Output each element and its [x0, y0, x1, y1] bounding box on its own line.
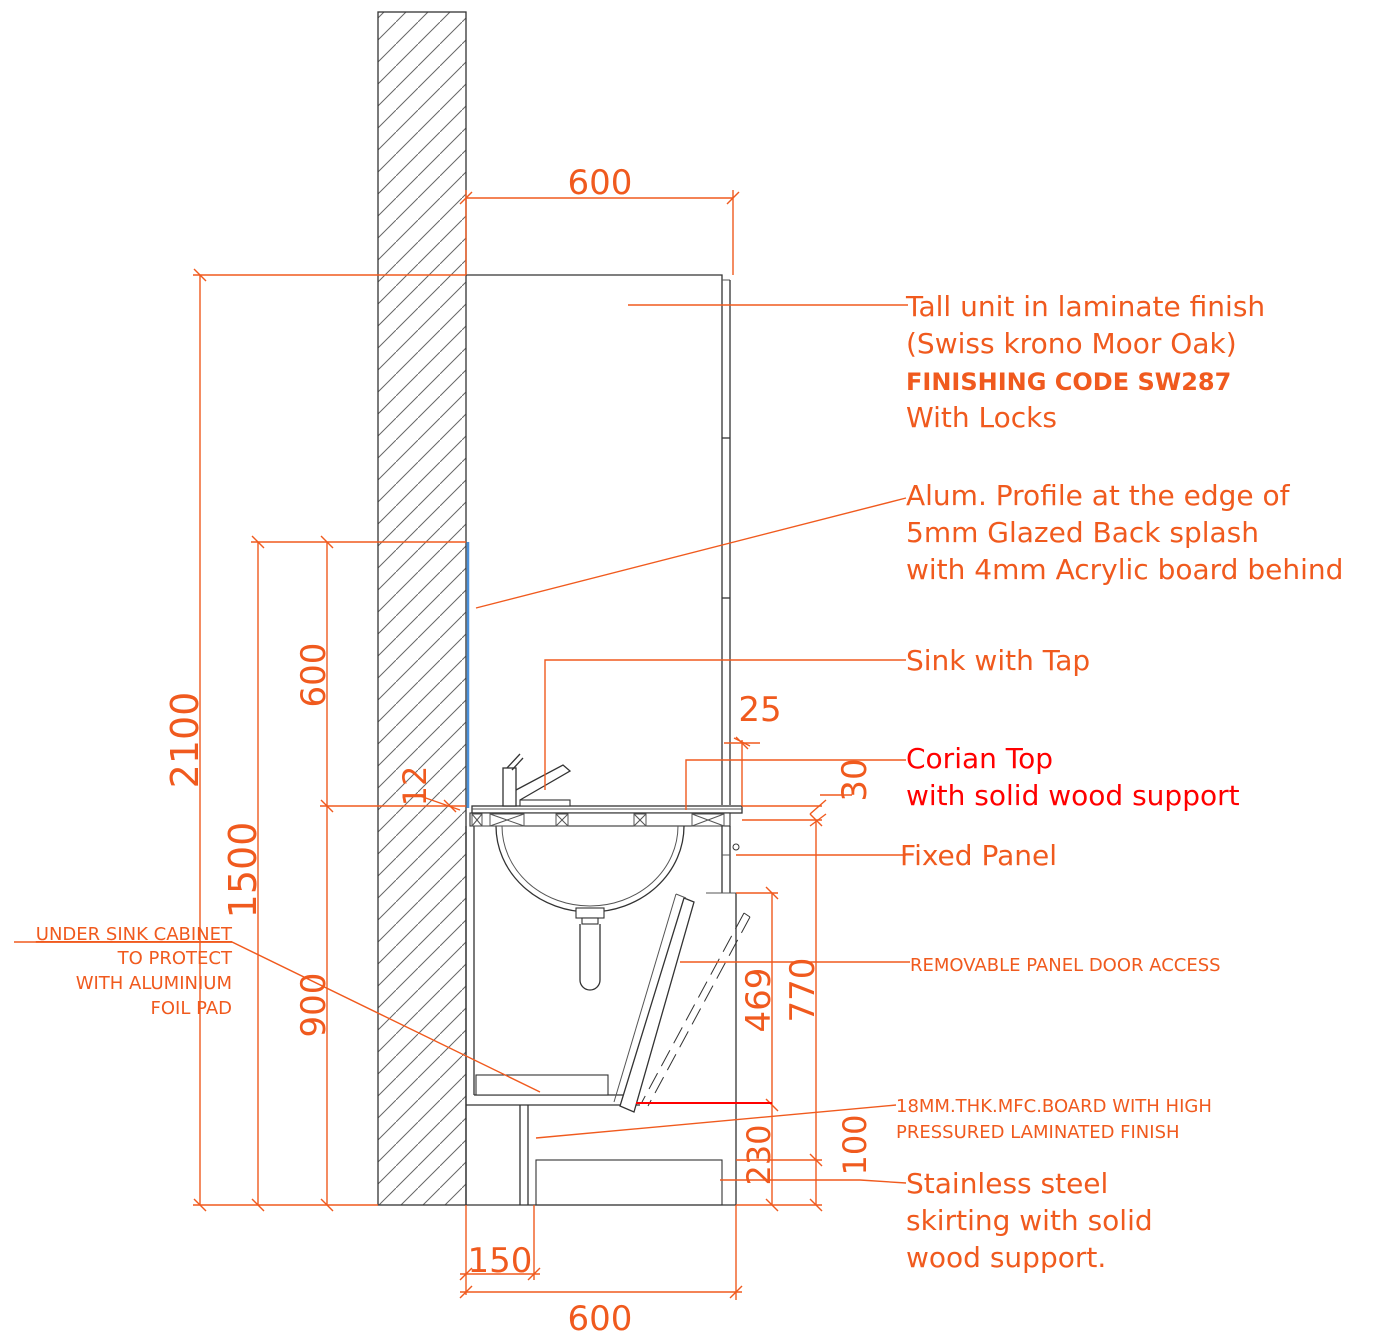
- dim-door-height: 469: [739, 968, 779, 1033]
- label-alum-profile: Alum. Profile at the edge of 5mm Glazed …: [906, 479, 1343, 586]
- svg-text:with 4mm Acrylic board behind: with 4mm Acrylic board behind: [906, 553, 1343, 586]
- tap-icon: [502, 753, 572, 807]
- label-fixed-panel: Fixed Panel: [900, 839, 1057, 872]
- dim-top-width: 600: [568, 163, 633, 203]
- svg-text:Stainless steel: Stainless steel: [906, 1167, 1108, 1200]
- label-corian: Corian Top with solid wood support: [906, 742, 1240, 812]
- base-cabinet: [465, 825, 740, 1206]
- svg-text:Corian Top: Corian Top: [906, 742, 1053, 775]
- dim-plinth-height: 230: [740, 1124, 778, 1185]
- dimension-texts: 600 2100 1500 600 12 900 25 30 469 770 2…: [163, 163, 875, 1339]
- svg-text:FOIL PAD: FOIL PAD: [151, 998, 232, 1019]
- tall-unit: [466, 274, 731, 805]
- removable-door: [613, 893, 751, 1113]
- dim-toe-depth: 150: [468, 1241, 533, 1281]
- corian-top: [469, 805, 743, 827]
- wall: [377, 11, 467, 1206]
- sink-bowl: [495, 825, 685, 991]
- dim-overall-height: 2100: [163, 692, 207, 789]
- svg-text:skirting with solid: skirting with solid: [906, 1204, 1153, 1237]
- dim-bottom-width: 600: [568, 1299, 633, 1339]
- wood-support-blocks: [471, 813, 725, 827]
- leader-lines: [14, 304, 910, 1184]
- dim-overhang: 25: [738, 690, 781, 730]
- dim-top-thickness: 30: [835, 758, 875, 801]
- dim-base-height: 900: [294, 973, 334, 1038]
- dim-counter-height: 1500: [221, 822, 265, 919]
- label-removable-panel: REMOVABLE PANEL DOOR ACCESS: [910, 955, 1221, 976]
- svg-text:WITH ALUMINIUM: WITH ALUMINIUM: [76, 973, 232, 994]
- svg-text:UNDER SINK CABINET: UNDER SINK CABINET: [36, 924, 233, 945]
- dim-cabinet-height: 770: [783, 958, 823, 1023]
- svg-text:With Locks: With Locks: [906, 401, 1057, 434]
- svg-text:5mm Glazed Back splash: 5mm Glazed Back splash: [906, 516, 1259, 549]
- annotation-labels: Tall unit in laminate finish (Swiss kron…: [36, 290, 1344, 1274]
- label-sink: Sink with Tap: [906, 644, 1090, 677]
- label-mfc-board: 18MM.THK.MFC.BOARD WITH HIGH PRESSURED L…: [896, 1096, 1212, 1143]
- svg-text:18MM.THK.MFC.BOARD WITH HIGH: 18MM.THK.MFC.BOARD WITH HIGH: [896, 1096, 1212, 1117]
- svg-text:TO PROTECT: TO PROTECT: [117, 948, 233, 969]
- svg-text:FINISHING CODE SW287: FINISHING CODE SW287: [906, 368, 1231, 396]
- dimension-lines: [193, 190, 852, 1300]
- label-tall-unit: Tall unit in laminate finish (Swiss kron…: [905, 290, 1265, 434]
- dim-splash-height: 600: [294, 643, 334, 708]
- svg-text:Tall unit in laminate finish: Tall unit in laminate finish: [905, 290, 1265, 323]
- dim-gap: 12: [396, 766, 434, 807]
- label-under-sink: UNDER SINK CABINET TO PROTECT WITH ALUMI…: [36, 924, 233, 1019]
- svg-text:wood support.: wood support.: [906, 1241, 1106, 1274]
- dim-skirting-height: 100: [836, 1114, 874, 1175]
- svg-text:PRESSURED LAMINATED FINISH: PRESSURED LAMINATED FINISH: [896, 1122, 1180, 1143]
- svg-text:Alum. Profile at the edge of: Alum. Profile at the edge of: [906, 479, 1291, 512]
- svg-text:(Swiss krono Moor Oak): (Swiss krono Moor Oak): [906, 327, 1237, 360]
- label-skirting: Stainless steel skirting with solid wood…: [906, 1167, 1153, 1274]
- svg-text:with solid wood support: with solid wood support: [906, 779, 1240, 812]
